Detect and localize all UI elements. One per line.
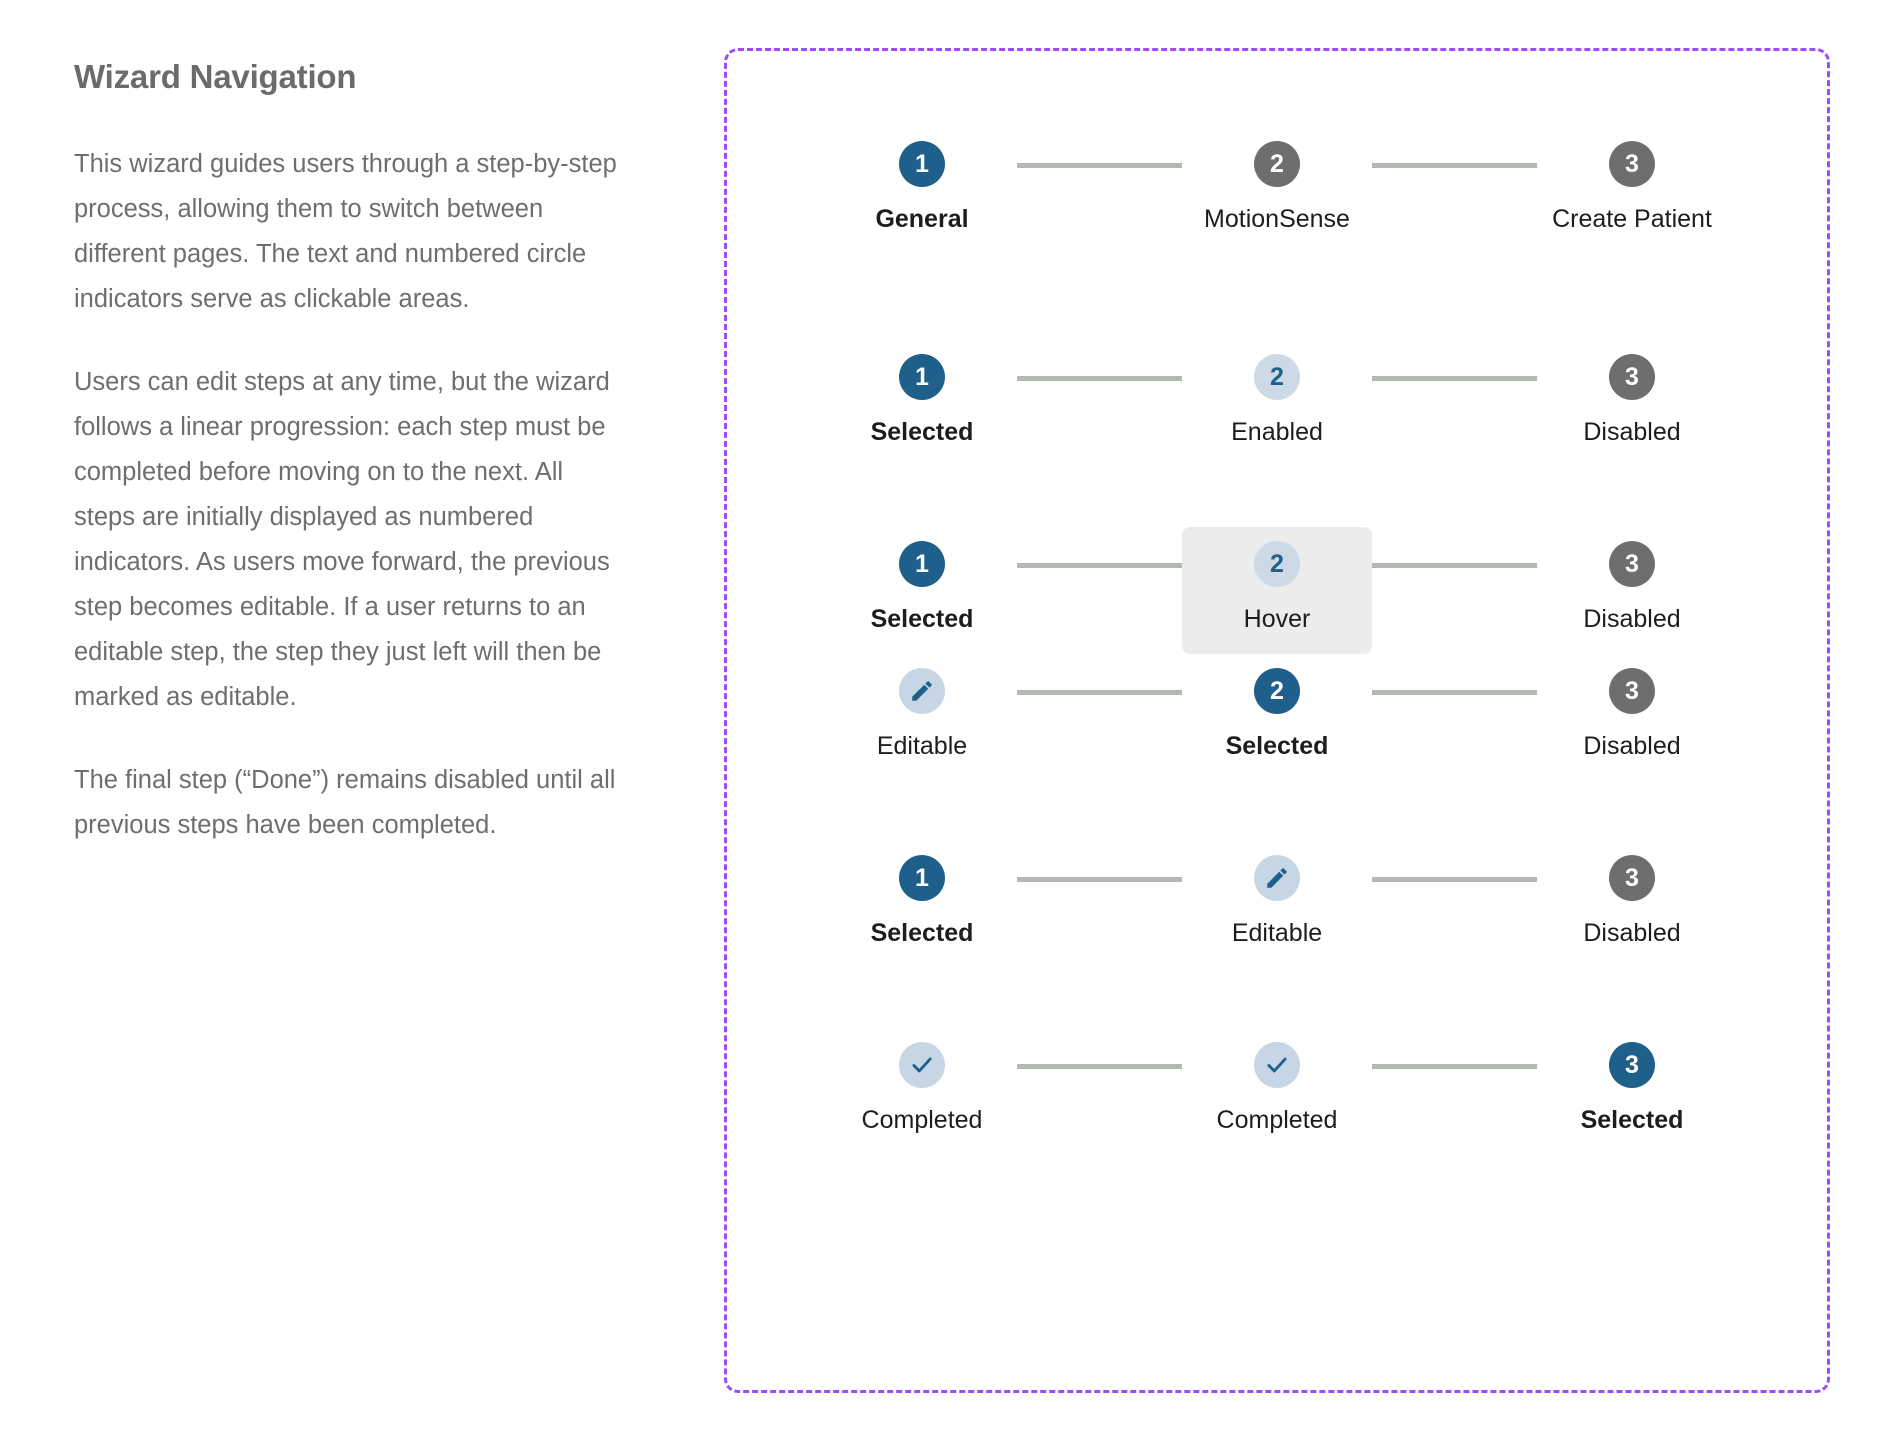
step-connector bbox=[1372, 563, 1537, 568]
row-spacer bbox=[727, 254, 1827, 340]
step-label: MotionSense bbox=[1204, 205, 1350, 233]
step-number-indicator: 3 bbox=[1609, 855, 1655, 901]
step-label[interactable]: Editable bbox=[876, 732, 968, 760]
pencil-icon[interactable] bbox=[1254, 855, 1300, 901]
row-spacer bbox=[727, 467, 1827, 527]
step-label[interactable]: Selected bbox=[870, 418, 974, 446]
pencil-icon[interactable] bbox=[899, 668, 945, 714]
description-paragraph: This wizard guides users through a step-… bbox=[74, 150, 617, 313]
step-label[interactable]: Enabled bbox=[1231, 418, 1323, 446]
step-number-indicator[interactable]: 1 bbox=[899, 141, 945, 187]
step-connector bbox=[1372, 163, 1537, 168]
step-number-indicator[interactable]: 2 bbox=[1254, 668, 1300, 714]
step-label: Disabled bbox=[1583, 418, 1681, 446]
step-label[interactable]: Hover bbox=[1243, 605, 1311, 633]
step-connector bbox=[1372, 690, 1537, 695]
step-label[interactable]: General bbox=[875, 205, 969, 233]
step-number-indicator[interactable]: 3 bbox=[1609, 1042, 1655, 1088]
step-label[interactable]: Completed bbox=[1216, 1106, 1338, 1134]
step-number-indicator: 2 bbox=[1254, 141, 1300, 187]
step-connector bbox=[1017, 1064, 1182, 1069]
step-connector bbox=[1017, 877, 1182, 882]
step-label[interactable]: Editable bbox=[1231, 919, 1323, 947]
step-label[interactable]: Selected bbox=[870, 605, 974, 633]
wizard-step[interactable]: Editable bbox=[827, 654, 1017, 781]
step-label[interactable]: Selected bbox=[1580, 1106, 1684, 1134]
step-connector bbox=[1017, 563, 1182, 568]
step-label: Create Patient bbox=[1552, 205, 1712, 233]
step-number-indicator[interactable]: 1 bbox=[899, 541, 945, 587]
description-paragraph: Users can edit steps at any time, but th… bbox=[74, 368, 610, 711]
check-icon[interactable] bbox=[1254, 1042, 1300, 1088]
wizard-step[interactable]: Completed bbox=[1182, 1028, 1372, 1155]
step-connector bbox=[1372, 877, 1537, 882]
row-spacer bbox=[727, 968, 1827, 1028]
page-title: Wizard Navigation bbox=[74, 58, 357, 95]
step-connector bbox=[1017, 163, 1182, 168]
step-number-indicator: 3 bbox=[1609, 668, 1655, 714]
description-column: Wizard Navigation This wizard guides use… bbox=[0, 0, 700, 848]
step-number-indicator: 3 bbox=[1609, 541, 1655, 587]
step-label[interactable]: Selected bbox=[1225, 732, 1329, 760]
check-icon[interactable] bbox=[899, 1042, 945, 1088]
step-number-indicator: 3 bbox=[1609, 354, 1655, 400]
row-spacer bbox=[727, 781, 1827, 841]
step-label: Disabled bbox=[1583, 605, 1681, 633]
step-number-indicator[interactable]: 1 bbox=[899, 855, 945, 901]
step-connector bbox=[1372, 376, 1537, 381]
step-number-indicator[interactable]: 1 bbox=[899, 354, 945, 400]
step-number-indicator[interactable]: 2 bbox=[1254, 541, 1300, 587]
step-connector bbox=[1017, 690, 1182, 695]
wizard-step[interactable]: Editable bbox=[1182, 841, 1372, 968]
step-label: Disabled bbox=[1583, 919, 1681, 947]
step-connector bbox=[1372, 1064, 1537, 1069]
step-label[interactable]: Completed bbox=[861, 1106, 983, 1134]
step-number-indicator[interactable]: 2 bbox=[1254, 354, 1300, 400]
step-label[interactable]: Selected bbox=[870, 919, 974, 947]
description-body: This wizard guides users through a step-… bbox=[74, 142, 700, 848]
description-paragraph: The final step (“Done”) remains disabled… bbox=[74, 766, 616, 839]
wizard-step[interactable]: Completed bbox=[827, 1028, 1017, 1155]
step-connector bbox=[1017, 376, 1182, 381]
step-label: Disabled bbox=[1583, 732, 1681, 760]
step-number-indicator: 3 bbox=[1609, 141, 1655, 187]
